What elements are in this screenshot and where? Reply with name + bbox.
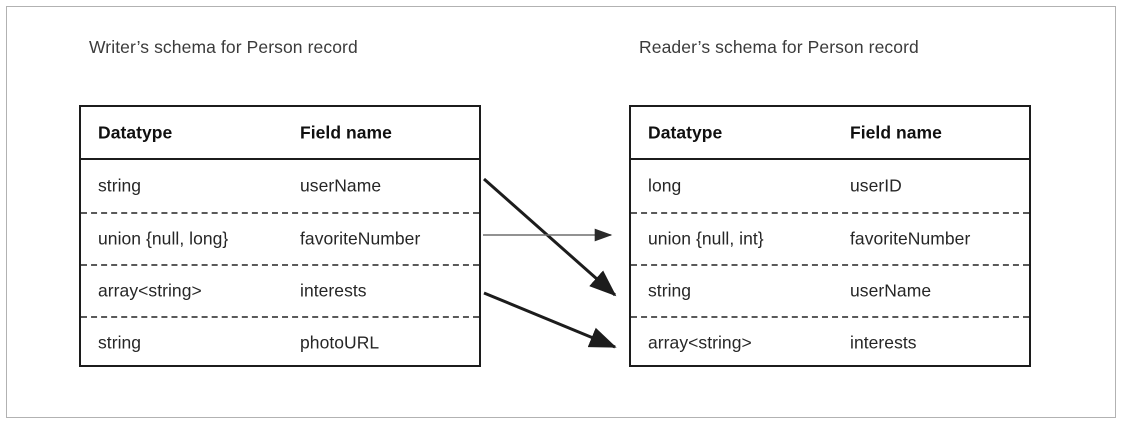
figure-frame: Writer’s schema for Person record Reader…: [6, 6, 1116, 418]
reader-row-1-field: favoriteNumber: [850, 228, 971, 249]
writer-table-body: string userName union {null, long} favor…: [81, 160, 479, 368]
table-row: string userName: [631, 264, 1029, 316]
writer-row-3-field: photoURL: [300, 332, 380, 353]
writer-schema-table: Datatype Field name string userName unio…: [79, 105, 481, 367]
table-row: union {null, int} favoriteNumber: [631, 212, 1029, 264]
reader-row-1-datatype: union {null, int}: [648, 228, 764, 249]
writer-table-header-row: Datatype Field name: [81, 107, 479, 160]
table-row: long userID: [631, 160, 1029, 212]
table-row: array<string> interests: [81, 264, 479, 316]
reader-header-datatype: Datatype: [648, 122, 723, 142]
arrow-interests-mapping: [483, 291, 617, 349]
reader-schema-table: Datatype Field name long userID union {n…: [629, 105, 1031, 367]
writer-row-0-field: userName: [300, 175, 382, 196]
writer-row-1-field: favoriteNumber: [300, 228, 421, 249]
reader-row-3-datatype: array<string>: [648, 332, 752, 353]
writer-row-0-datatype: string: [98, 175, 142, 196]
writer-row-1-datatype: union {null, long}: [98, 228, 229, 249]
table-row: string userName: [81, 160, 479, 212]
table-row: union {null, long} favoriteNumber: [81, 212, 479, 264]
table-row: string photoURL: [81, 316, 479, 368]
reader-row-2-datatype: string: [648, 280, 692, 301]
writer-row-2-field: interests: [300, 280, 367, 301]
writer-header-field-name: Field name: [300, 122, 392, 142]
reader-header-field-name: Field name: [850, 122, 942, 142]
reader-table-header-row: Datatype Field name: [631, 107, 1029, 160]
reader-schema-title: Reader’s schema for Person record: [639, 37, 919, 57]
reader-table-body: long userID union {null, int} favoriteNu…: [631, 160, 1029, 368]
reader-row-3-field: interests: [850, 332, 917, 353]
arrow-username-mapping: [483, 177, 617, 297]
writer-row-3-datatype: string: [98, 332, 142, 353]
reader-row-0-field: userID: [850, 175, 902, 196]
writer-row-2-datatype: array<string>: [98, 280, 202, 301]
reader-row-0-datatype: long: [648, 175, 682, 196]
writer-schema-title: Writer’s schema for Person record: [89, 37, 358, 57]
table-row: array<string> interests: [631, 316, 1029, 368]
writer-header-datatype: Datatype: [98, 122, 173, 142]
reader-row-2-field: userName: [850, 280, 932, 301]
